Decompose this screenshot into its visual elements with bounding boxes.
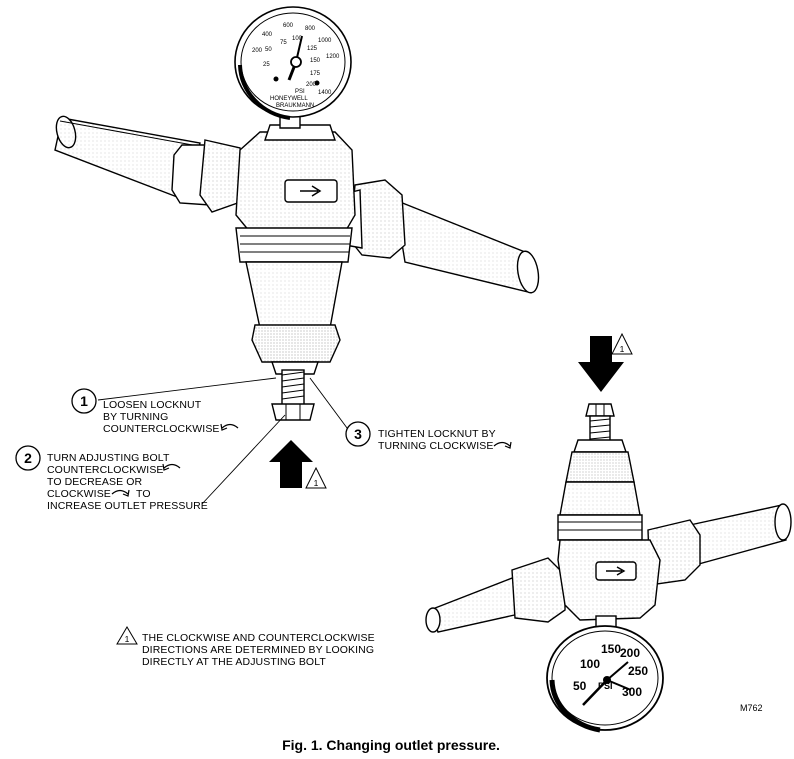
- svg-text:THE CLOCKWISE AND COUNTERCLOCK: THE CLOCKWISE AND COUNTERCLOCKWISE: [142, 632, 375, 644]
- svg-text:100: 100: [292, 36, 303, 42]
- svg-text:175: 175: [310, 71, 321, 77]
- top-gauge-unit: PSI: [295, 89, 305, 95]
- top-left-pipe: [54, 115, 201, 201]
- svg-text:400: 400: [262, 32, 273, 38]
- svg-text:1: 1: [620, 344, 625, 354]
- top-gauge-needle: [273, 35, 320, 86]
- svg-text:TIGHTEN LOCKNUT BY: TIGHTEN LOCKNUT BY: [378, 428, 496, 440]
- svg-text:1400: 1400: [318, 90, 332, 96]
- step-1-callout: 1 LOOSEN LOCKNUT BY TURNING COUNTERCLOCK…: [71, 388, 239, 435]
- svg-text:3: 3: [354, 426, 362, 442]
- svg-text:1200: 1200: [326, 54, 340, 60]
- svg-text:50: 50: [573, 679, 587, 693]
- svg-text:150: 150: [601, 642, 621, 656]
- top-bonnet: [235, 227, 353, 375]
- svg-text:LOOSEN LOCKNUT: LOOSEN LOCKNUT: [103, 399, 202, 411]
- leader-lines: [97, 377, 351, 505]
- top-right-pipe: [394, 198, 540, 294]
- warning-triangle-bottom: 1: [611, 332, 633, 355]
- svg-text:DIRECTIONS ARE DETERMINED BY L: DIRECTIONS ARE DETERMINED BY LOOKING: [142, 644, 374, 656]
- top-pressure-gauge: 600 800 400 1000 200 1200 1400 50 75 100…: [234, 6, 352, 120]
- svg-text:1: 1: [314, 478, 319, 488]
- top-gauge-brand-line1: HONEYWELL: [270, 96, 308, 102]
- svg-text:INCREASE OUTLET PRESSURE: INCREASE OUTLET PRESSURE: [47, 500, 208, 512]
- bottom-valve-assembly: [425, 403, 792, 633]
- top-left-union: [171, 139, 247, 213]
- down-arrow-bottom: [578, 336, 624, 392]
- up-arrow-top: [269, 440, 313, 488]
- counterclockwise-arrow-icon: [163, 463, 181, 469]
- step-2-callout: 2 TURN ADJUSTING BOLT COUNTERCLOCKWISE T…: [15, 445, 208, 512]
- svg-text:250: 250: [628, 664, 648, 678]
- bottom-gauge-unit: PSI: [598, 681, 613, 691]
- step-3-callout: 3 TIGHTEN LOCKNUT BY TURNING CLOCKWISE: [345, 421, 512, 452]
- svg-text:CLOCKWISE: CLOCKWISE: [47, 488, 111, 500]
- warning-triangle-top: 1: [305, 466, 327, 489]
- clockwise-arrow-icon: [493, 441, 511, 447]
- svg-text:TURNING CLOCKWISE: TURNING CLOCKWISE: [378, 440, 493, 452]
- svg-text:50: 50: [265, 47, 272, 53]
- svg-text:1: 1: [125, 634, 130, 644]
- svg-text:TO DECREASE OR: TO DECREASE OR: [47, 476, 142, 488]
- svg-text:COUNTERCLOCKWISE: COUNTERCLOCKWISE: [47, 464, 164, 476]
- top-right-union: [339, 179, 406, 259]
- svg-text:125: 125: [307, 46, 318, 52]
- clockwise-arrow-icon: [111, 489, 129, 495]
- svg-text:25: 25: [263, 62, 270, 68]
- warning-note: 1 THE CLOCKWISE AND COUNTERCLOCKWISE DIR…: [116, 626, 375, 668]
- svg-text:TURN ADJUSTING BOLT: TURN ADJUSTING BOLT: [47, 452, 170, 464]
- svg-text:TO: TO: [136, 488, 151, 500]
- top-gauge-inner-scale: 50 75 100 125 150 25 175 200: [263, 36, 321, 88]
- svg-text:BY TURNING: BY TURNING: [103, 411, 168, 423]
- top-adjusting-bolt: [271, 369, 315, 421]
- top-valve-assembly: [54, 111, 540, 421]
- svg-text:150: 150: [310, 58, 321, 64]
- top-valve-body: [235, 124, 356, 233]
- top-gauge-brand-line2: BRAUKMANN: [276, 103, 314, 109]
- svg-text:COUNTERCLOCKWISE: COUNTERCLOCKWISE: [103, 423, 220, 435]
- figure-caption: Fig. 1. Changing outlet pressure.: [282, 737, 500, 753]
- svg-text:100: 100: [580, 657, 600, 671]
- top-gauge-outer-scale: 600 800 400 1000 200 1200 1400: [252, 23, 340, 96]
- bottom-pressure-gauge: 50 100 150 200 250 300 PSI: [546, 625, 664, 733]
- svg-text:200: 200: [306, 82, 317, 88]
- svg-text:200: 200: [620, 646, 640, 660]
- svg-text:DIRECTLY AT THE ADJUSTING BOLT: DIRECTLY AT THE ADJUSTING BOLT: [142, 656, 326, 668]
- svg-text:1000: 1000: [318, 38, 332, 44]
- bottom-gauge-scale: 50 100 150 200 250 300: [573, 642, 648, 699]
- svg-text:2: 2: [24, 450, 32, 466]
- svg-text:1: 1: [80, 393, 88, 409]
- svg-text:800: 800: [305, 26, 316, 32]
- counterclockwise-arrow-icon: [221, 423, 239, 429]
- figure-code: M762: [740, 703, 763, 713]
- svg-text:75: 75: [280, 40, 287, 46]
- svg-text:600: 600: [283, 23, 294, 29]
- svg-text:200: 200: [252, 48, 263, 54]
- bottom-gauge-needle: [582, 661, 632, 706]
